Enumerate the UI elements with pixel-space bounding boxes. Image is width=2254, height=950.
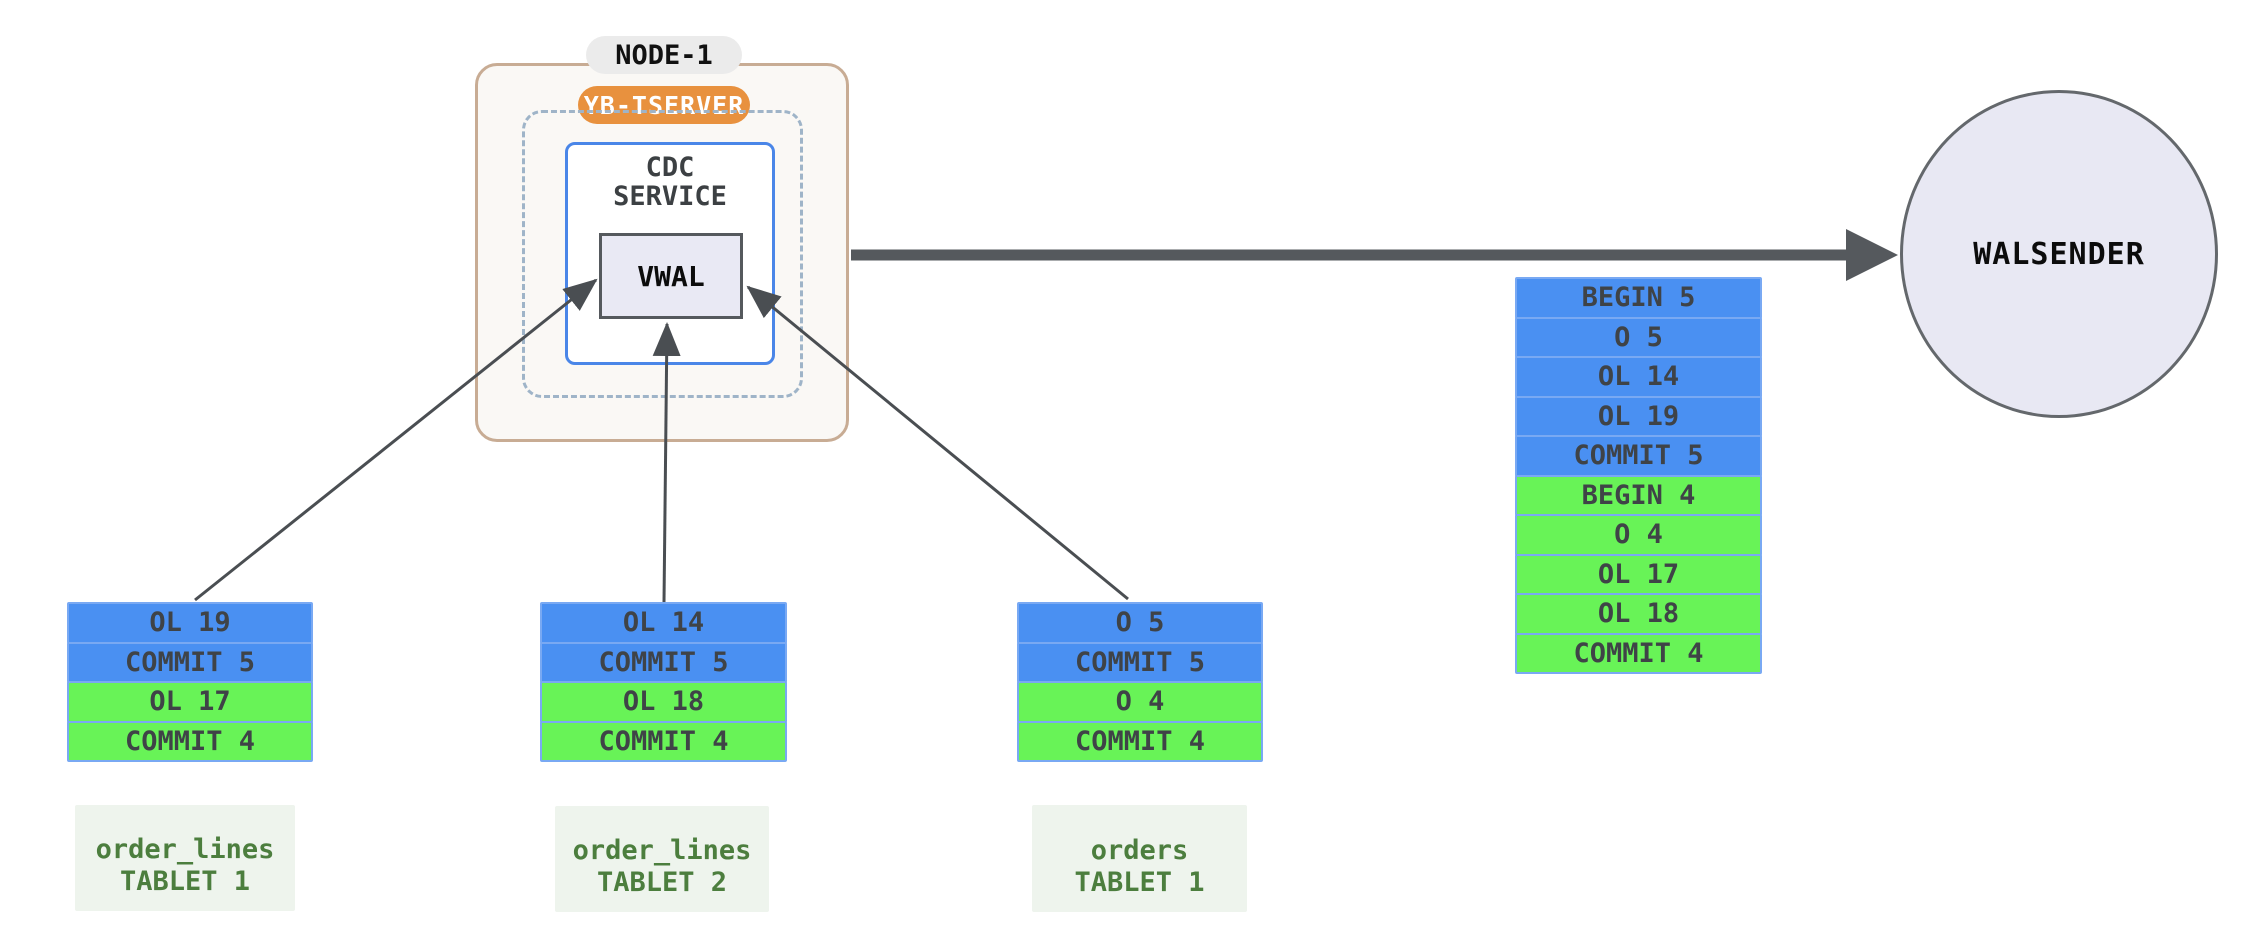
tablet3-label-box: orders TABLET 1 <box>1032 805 1247 912</box>
tablet1-cell-label: COMMIT 5 <box>124 646 256 678</box>
tablet3-cell: COMMIT 4 <box>1017 720 1263 762</box>
queue-cell-label: OL 14 <box>1597 361 1680 393</box>
tablet2-table-name: order_lines <box>572 835 752 866</box>
tablet2-cell-label: COMMIT 4 <box>598 725 729 757</box>
tablet2-wal-stack: OL 14 COMMIT 5 OL 18 COMMIT 4 <box>540 602 787 762</box>
tablet1-cell-label: OL 17 <box>149 686 231 718</box>
walsender-circle: WALSENDER <box>1900 90 2218 418</box>
tablet1-tablet-name: TABLET 1 <box>119 866 251 897</box>
node-title-pill: NODE-1 <box>586 36 742 74</box>
tablet2-cell-label: OL 14 <box>622 607 705 639</box>
queue-cell-label: OL 17 <box>1597 558 1680 590</box>
queue-cell-label: OL 18 <box>1597 598 1680 630</box>
queue-cell: COMMIT 5 <box>1515 435 1762 477</box>
tablet3-cell: O 5 <box>1017 602 1263 644</box>
tablet2-label-box: order_lines TABLET 2 <box>555 806 769 912</box>
queue-cell-label: O 4 <box>1614 519 1663 551</box>
yb-tserver-badge: YB-TSERVER <box>578 86 750 124</box>
tablet1-label-box: order_lines TABLET 1 <box>75 805 295 911</box>
queue-cell: OL 14 <box>1515 356 1762 398</box>
queue-cell: OL 17 <box>1515 553 1762 595</box>
vwal-label: VWAL <box>637 259 705 293</box>
tablet3-table-name: orders <box>1090 834 1189 866</box>
merged-event-queue: BEGIN 5 O 5 OL 14 OL 19 COMMIT 5 BEGIN 4 <box>1515 277 1762 674</box>
tserver-dashed-boundary <box>522 110 803 398</box>
queue-cell: O 4 <box>1515 514 1762 556</box>
queue-cell: BEGIN 5 <box>1515 277 1762 319</box>
tablet2-cell-label: COMMIT 5 <box>598 646 729 678</box>
queue-cell: O 5 <box>1515 316 1762 358</box>
tablet1-cell: COMMIT 4 <box>67 720 313 762</box>
tablet2-cell: OL 18 <box>540 681 787 723</box>
queue-cell: BEGIN 4 <box>1515 474 1762 516</box>
node-title: NODE-1 <box>615 39 713 71</box>
tablet1-cell: COMMIT 5 <box>67 641 313 683</box>
tablet1-cell-label: OL 19 <box>149 607 231 639</box>
tablet3-cell-label: COMMIT 4 <box>1074 725 1206 757</box>
arrow-tablet2-to-vwal <box>652 322 681 603</box>
queue-cell-label: COMMIT 4 <box>1573 637 1704 669</box>
vwal-box: VWAL <box>599 233 743 319</box>
tablet3-cell: O 4 <box>1017 681 1263 723</box>
queue-cell-label: BEGIN 5 <box>1581 282 1696 314</box>
queue-cell: OL 19 <box>1515 395 1762 437</box>
walsender-label: WALSENDER <box>1973 236 2145 272</box>
tablet2-cell: COMMIT 4 <box>540 720 787 762</box>
queue-cell-label: OL 19 <box>1597 400 1680 432</box>
tablet3-tablet-name: TABLET 1 <box>1074 866 1205 898</box>
tablet2-cell: COMMIT 5 <box>540 641 787 683</box>
tablet1-cell-label: COMMIT 4 <box>124 725 256 757</box>
tablet2-cell: OL 14 <box>540 602 787 644</box>
tablet3-wal-stack: O 5 COMMIT 5 O 4 COMMIT 4 <box>1017 602 1263 762</box>
queue-cell-label: COMMIT 5 <box>1573 440 1704 472</box>
arrow-tablet1-to-vwal <box>194 278 598 602</box>
queue-cell-label: BEGIN 4 <box>1581 479 1696 511</box>
tablet2-cell-label: OL 18 <box>622 686 705 718</box>
queue-cell: COMMIT 4 <box>1515 632 1762 674</box>
tablet1-cell: OL 17 <box>67 681 313 723</box>
queue-cell: OL 18 <box>1515 593 1762 635</box>
tablet1-cell: OL 19 <box>67 602 313 644</box>
tablet1-table-name: order_lines <box>95 834 275 865</box>
queue-cell-label: O 5 <box>1614 321 1663 353</box>
arrow-tablet3-to-vwal <box>746 285 1129 601</box>
yb-tserver-label: YB-TSERVER <box>583 90 745 120</box>
tablet3-cell-label: O 4 <box>1115 686 1165 718</box>
tablet1-wal-stack: OL 19 COMMIT 5 OL 17 COMMIT 4 <box>67 602 313 762</box>
tablet2-tablet-name: TABLET 2 <box>596 867 728 898</box>
arrow-node-to-walsender-head <box>1846 229 1898 281</box>
tablet3-cell: COMMIT 5 <box>1017 641 1263 683</box>
tablet3-cell-label: O 5 <box>1115 607 1165 639</box>
tablet3-cell-label: COMMIT 5 <box>1074 646 1206 678</box>
cdc-service-label: CDC SERVICE <box>613 152 727 212</box>
